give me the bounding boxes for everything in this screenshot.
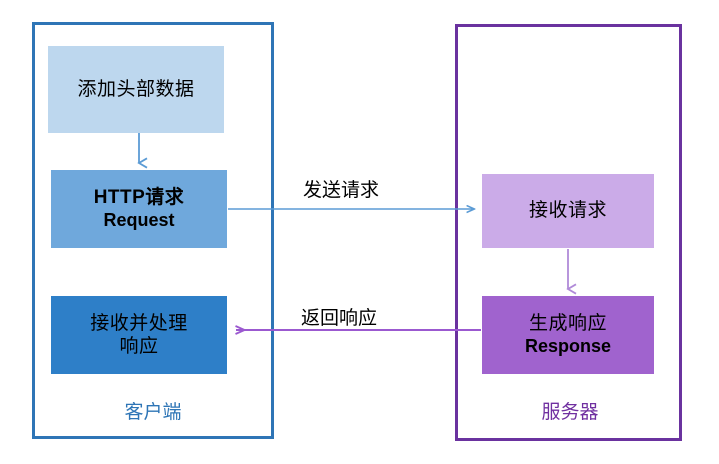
process-box-http-request[interactable]: HTTP请求 Request (51, 170, 227, 248)
box-label-en: Request (103, 209, 175, 230)
box-label-cn-2: 响应 (119, 336, 159, 357)
flow-label-send-request: 发送请求 (303, 180, 380, 201)
process-box-receive-request[interactable]: 接收请求 (482, 174, 654, 248)
box-label-cn: 接收请求 (528, 200, 607, 222)
flow-label-return-response: 返回响应 (301, 308, 378, 329)
box-label-en: Response (524, 335, 612, 356)
zone-label-server: 服务器 (541, 402, 599, 423)
box-label-cn: 生成响应 (528, 313, 607, 335)
process-box-receive-response[interactable]: 接收并处理 响应 (51, 296, 227, 374)
box-label-cn: 接收并处理 (90, 312, 188, 334)
process-box-add-header[interactable]: 添加头部数据 (48, 46, 224, 133)
box-label-cn: HTTP请求 (93, 187, 185, 209)
zone-label-client: 客户端 (124, 402, 182, 423)
box-label-cn: 添加头部数据 (77, 78, 195, 100)
process-box-generate-response[interactable]: 生成响应 Response (482, 296, 654, 374)
